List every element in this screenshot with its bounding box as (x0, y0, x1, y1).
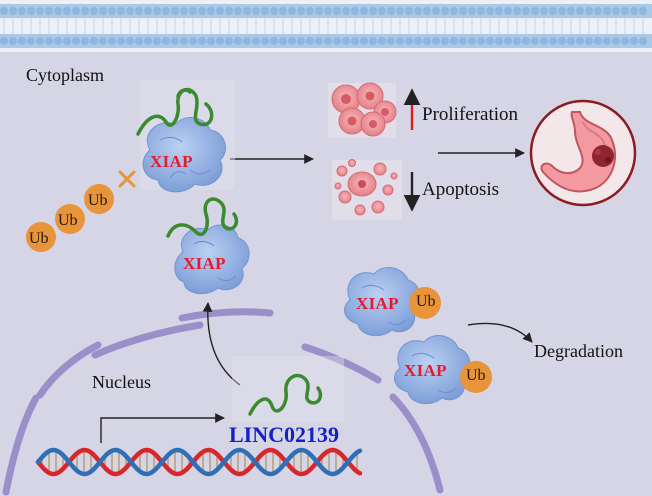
linc02139-rna-strand (232, 356, 344, 422)
arrow-to-degradation (467, 322, 533, 343)
transcription-arrow (100, 413, 225, 443)
ubiquitin-chain (26, 184, 114, 252)
ub-label-1: Ub (29, 230, 49, 247)
linc02139-label: LINC02139 (229, 422, 340, 447)
apoptosis-label: Apoptosis (422, 179, 500, 200)
nucleus-label: Nucleus (92, 372, 151, 392)
dna-double-helix (35, 447, 363, 477)
ub-label-2: Ub (58, 212, 78, 229)
proliferation-label: Proliferation (422, 104, 519, 125)
rna-strand-2 (166, 197, 239, 238)
cytoplasm-label: Cytoplasm (26, 65, 105, 85)
xiap-label-3: XIAP (356, 294, 399, 313)
ubiquitin-tag-2 (460, 361, 492, 393)
ubiquitin-tag-1 (409, 287, 441, 319)
cell-membrane (0, 0, 652, 52)
ub-label-4: Ub (416, 293, 436, 310)
nuclear-envelope (2, 308, 444, 496)
ub-label-3: Ub (88, 192, 108, 209)
blocked-binding-icon (118, 170, 136, 188)
stomach-tumor-icon (529, 99, 637, 207)
apoptotic-cells-icon (332, 159, 402, 220)
xiap-protein-4 (393, 334, 471, 405)
xiap-label-4: XIAP (404, 361, 447, 380)
xiap-label-1: XIAP (150, 152, 193, 171)
xiap-protein-1 (140, 80, 235, 193)
degradation-label: Degradation (534, 341, 623, 361)
xiap-protein-2 (174, 224, 250, 295)
xiap-protein-3 (343, 266, 421, 337)
ub-label-5: Ub (466, 367, 486, 384)
proliferating-cells-icon (328, 82, 397, 138)
rna-strand-1 (136, 87, 214, 136)
arrow-export-nucleus (202, 302, 241, 386)
xiap-label-2: XIAP (183, 254, 226, 273)
